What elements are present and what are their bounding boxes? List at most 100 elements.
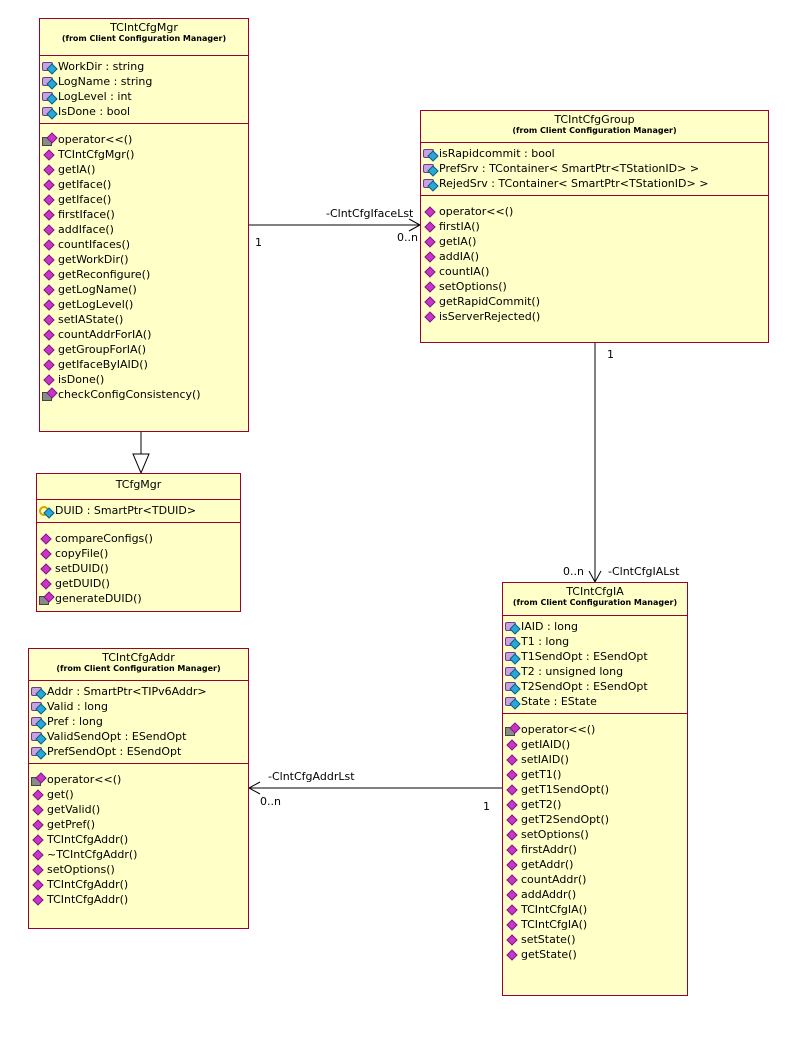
class-tcintcfgia[interactable]: TCIntCfgIA (from Client Configuration Ma… [502, 582, 688, 996]
operation-signature: firstIface() [58, 208, 115, 221]
operation-row[interactable]: getWorkDir() [42, 252, 248, 267]
operation-row[interactable]: setDUID() [39, 561, 240, 576]
operation-row[interactable]: getIA() [42, 162, 248, 177]
operation-row[interactable]: operator<<() [505, 722, 687, 737]
operation-row[interactable]: isDone() [42, 372, 248, 387]
attribute-row[interactable]: Addr : SmartPtr<TIPv6Addr> [31, 684, 248, 699]
public-operation-icon [505, 799, 519, 811]
attribute-row[interactable]: Valid : long [31, 699, 248, 714]
attribute-row[interactable]: LogLevel : int [42, 89, 248, 104]
operation-signature: countAddr() [521, 873, 587, 886]
operation-row[interactable]: operator<<() [31, 772, 248, 787]
operation-row[interactable]: firstAddr() [505, 842, 687, 857]
public-operation-icon [31, 819, 45, 831]
operation-row[interactable]: ~TCIntCfgAddr() [31, 847, 248, 862]
operation-row[interactable]: operator<<() [423, 204, 768, 219]
attribute-signature: PrefSrv : TContainer< SmartPtr<TStationI… [439, 162, 700, 175]
operation-row[interactable]: getGroupForIA() [42, 342, 248, 357]
operation-signature: getIA() [439, 235, 477, 248]
operation-row[interactable]: isServerRejected() [423, 309, 768, 324]
class-tcfgmgr[interactable]: TCfgMgr DUID : SmartPtr<TDUID> compareCo… [36, 473, 241, 612]
attribute-row[interactable]: WorkDir : string [42, 59, 248, 74]
operation-row[interactable]: countAddrForIA() [42, 327, 248, 342]
operation-row[interactable]: getIAID() [505, 737, 687, 752]
attribute-row[interactable]: State : EState [505, 694, 687, 709]
operation-row[interactable]: getIfaceByIAID() [42, 357, 248, 372]
operation-row[interactable]: getIface() [42, 192, 248, 207]
attribute-row[interactable]: T2 : unsigned long [505, 664, 687, 679]
attribute-row[interactable]: T1 : long [505, 634, 687, 649]
operation-row[interactable]: checkConfigConsistency() [42, 387, 248, 402]
operation-row[interactable]: countIA() [423, 264, 768, 279]
operation-row[interactable]: countIfaces() [42, 237, 248, 252]
operation-row[interactable]: getRapidCommit() [423, 294, 768, 309]
operation-row[interactable]: getLogLevel() [42, 297, 248, 312]
attribute-row[interactable]: PrefSendOpt : ESendOpt [31, 744, 248, 759]
operation-row[interactable]: getDUID() [39, 576, 240, 591]
operation-row[interactable]: getT1() [505, 767, 687, 782]
operation-row[interactable]: setIAState() [42, 312, 248, 327]
private-operation-icon [42, 134, 56, 146]
operation-row[interactable]: addIface() [42, 222, 248, 237]
operation-row[interactable]: setOptions() [505, 827, 687, 842]
public-operation-icon [42, 314, 56, 326]
operation-row[interactable]: addIA() [423, 249, 768, 264]
operation-row[interactable]: getLogName() [42, 282, 248, 297]
operation-compartment: operator<<()getIAID()setIAID()getT1()get… [503, 714, 687, 966]
operation-row[interactable]: copyFile() [39, 546, 240, 561]
operation-row[interactable]: getPref() [31, 817, 248, 832]
attribute-row[interactable]: IsDone : bool [42, 104, 248, 119]
operation-row[interactable]: TCIntCfgMgr() [42, 147, 248, 162]
public-operation-icon [31, 834, 45, 846]
operation-row[interactable]: getAddr() [505, 857, 687, 872]
attribute-row[interactable]: DUID : SmartPtr<TDUID> [39, 503, 240, 518]
operation-row[interactable]: setState() [505, 932, 687, 947]
class-package: (from Client Configuration Manager) [512, 598, 678, 607]
operation-row[interactable]: addAddr() [505, 887, 687, 902]
attribute-row[interactable]: isRapidcommit : bool [423, 146, 768, 161]
operation-row[interactable]: firstIA() [423, 219, 768, 234]
attribute-row[interactable]: IAID : long [505, 619, 687, 634]
operation-row[interactable]: TCIntCfgIA() [505, 917, 687, 932]
operation-row[interactable]: generateDUID() [39, 591, 240, 606]
public-operation-icon [31, 894, 45, 906]
operation-signature: getReconfigure() [58, 268, 151, 281]
attribute-row[interactable]: RejedSrv : TContainer< SmartPtr<TStation… [423, 176, 768, 191]
public-operation-icon [423, 266, 437, 278]
operation-row[interactable]: getT2SendOpt() [505, 812, 687, 827]
attribute-row[interactable]: T2SendOpt : ESendOpt [505, 679, 687, 694]
class-tcintcfgmgr[interactable]: TCIntCfgMgr (from Client Configuration M… [39, 18, 249, 432]
private-attribute-icon [31, 686, 45, 698]
operation-row[interactable]: TCIntCfgAddr() [31, 877, 248, 892]
operation-row[interactable]: getState() [505, 947, 687, 962]
operation-row[interactable]: TCIntCfgIA() [505, 902, 687, 917]
operation-row[interactable]: firstIface() [42, 207, 248, 222]
operation-row[interactable]: getReconfigure() [42, 267, 248, 282]
operation-row[interactable]: compareConfigs() [39, 531, 240, 546]
operation-signature: TCIntCfgAddr() [47, 893, 129, 906]
attribute-row[interactable]: LogName : string [42, 74, 248, 89]
operation-row[interactable]: countAddr() [505, 872, 687, 887]
attribute-row[interactable]: Pref : long [31, 714, 248, 729]
operation-signature: isServerRejected() [439, 310, 541, 323]
operation-row[interactable]: operator<<() [42, 132, 248, 147]
operation-row[interactable]: getT1SendOpt() [505, 782, 687, 797]
operation-row[interactable]: setOptions() [423, 279, 768, 294]
attribute-row[interactable]: T1SendOpt : ESendOpt [505, 649, 687, 664]
operation-signature: getValid() [47, 803, 101, 816]
operation-row[interactable]: TCIntCfgAddr() [31, 832, 248, 847]
attribute-row[interactable]: PrefSrv : TContainer< SmartPtr<TStationI… [423, 161, 768, 176]
operation-signature: getIAID() [521, 738, 571, 751]
attribute-row[interactable]: ValidSendOpt : ESendOpt [31, 729, 248, 744]
class-tcintcfggroup[interactable]: TCIntCfgGroup (from Client Configuration… [420, 110, 769, 343]
operation-row[interactable]: setOptions() [31, 862, 248, 877]
operation-row[interactable]: getT2() [505, 797, 687, 812]
class-tcintcfgaddr[interactable]: TCIntCfgAddr (from Client Configuration … [28, 648, 249, 929]
operation-row[interactable]: get() [31, 787, 248, 802]
operation-row[interactable]: getIA() [423, 234, 768, 249]
operation-row[interactable]: TCIntCfgAddr() [31, 892, 248, 907]
operation-row[interactable]: getIface() [42, 177, 248, 192]
operation-row[interactable]: getValid() [31, 802, 248, 817]
operation-row[interactable]: setIAID() [505, 752, 687, 767]
